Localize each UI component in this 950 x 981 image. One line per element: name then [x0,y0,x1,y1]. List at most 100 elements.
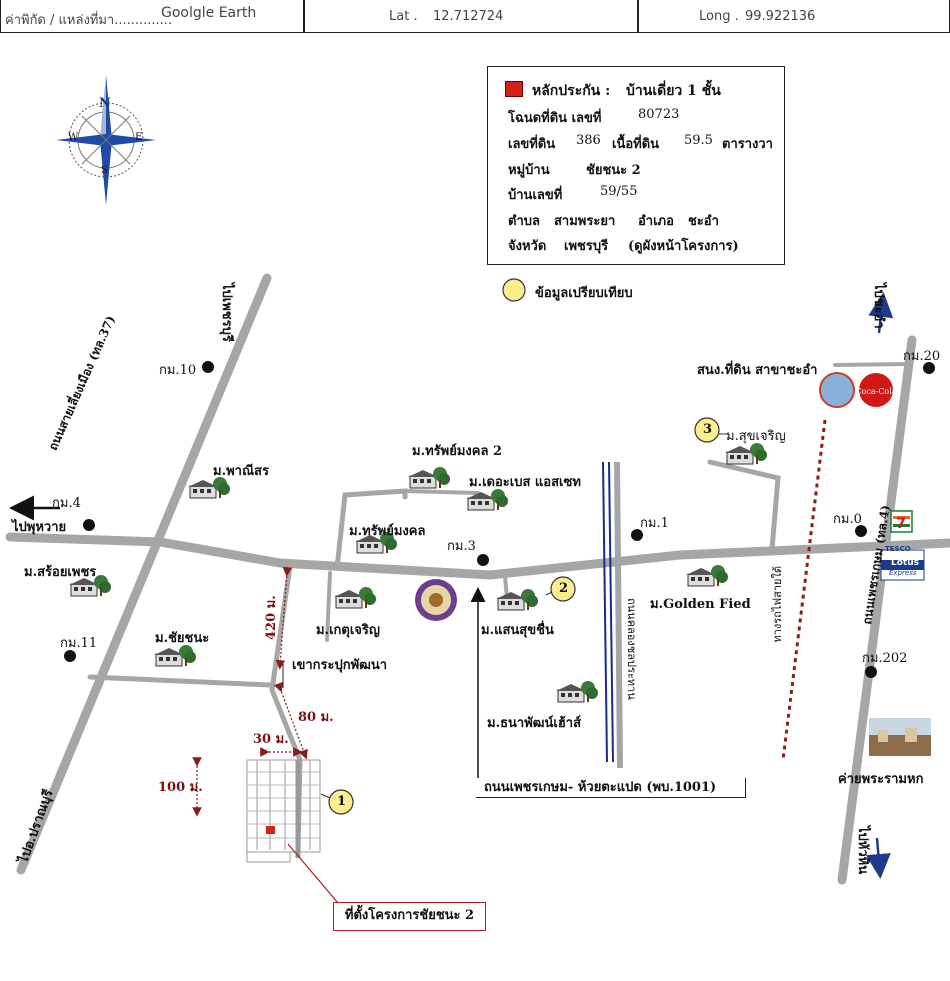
compass-east-label: E [135,132,143,143]
legend-house-no-label: บ้านเลขที่ [508,188,563,203]
place-golden-field: ม.Golden Fied [650,597,751,612]
km-label-3: กม.3 [447,539,476,554]
legend-province-value: เพชรบุรี [564,239,609,254]
legend-province-label: จังหวัด [508,239,547,254]
legend-collateral-label: หลักประกัน : [532,83,611,99]
legend-district-label: อำเภอ [638,214,674,229]
km-label-1: กม.1 [640,516,669,531]
legend-comparison-label: ข้อมูลเปรียบเทียบ [535,286,633,301]
long-cell: Long . 99.922136 [638,0,950,33]
legend-land-no-value: 386 [576,133,601,148]
long-label: Long . [699,9,739,24]
km-label-202: กม.202 [862,651,908,666]
project-site-plan [246,759,321,863]
tesco-lotus-logo [880,549,925,581]
svg-text:7: 7 [896,516,906,532]
source-value: Goolgle Earth [161,5,257,21]
place-saensuk-chuen: ม.แสนสุขชื่น [481,623,554,638]
road-ket-charoen [325,571,332,642]
legend-subdistrict-value: สามพระยา [554,214,616,229]
legend-land-no-label: เลขที่ดิน [508,137,556,152]
lat-value: 12.712724 [433,9,504,24]
compass-north-label: N [99,96,111,111]
compass-south-label: S [101,165,108,176]
comparison-point-1 [328,789,354,815]
project-callout-pointer [287,843,339,904]
express-label: Express [889,569,917,577]
road-cha-am-spur [833,362,910,367]
road-main-east-west [5,532,950,580]
distance-markers [192,566,308,817]
comparison-number-2: 2 [559,581,569,596]
km-label-4: กม.4 [52,496,81,511]
place-camp: ค่ายพระรามหก [838,772,924,787]
label-canal-road: ถนนคลองชลประทาน [625,598,638,700]
project-site-callout: ที่ตั้งโครงการชัยชนะ 2 [333,902,486,931]
lat-cell: Lat . 12.712724 [304,0,638,33]
distance-100: 100 ม. [158,780,203,795]
label-to-huai-phu: ไปพุหวาย [12,520,67,535]
comparison-number-3: 3 [703,422,713,437]
legend-district-value: ชะอำ [688,214,719,229]
source-label: ค่าพิกัด / แหล่งที่มา.............. [5,13,173,28]
comparison-number-1: 1 [337,794,347,809]
place-thanaphat-home: ม.ธนาพัฒน์เฮ้าส์ [487,716,582,731]
coordinate-header: ค่าพิกัด / แหล่งที่มา.............. Gool… [0,0,950,34]
place-pharnisorn: ม.พาณีสร [213,464,269,479]
compass-west-label: W [68,132,79,143]
label-to-phetchaburi: ไปเพชรบุรี [219,283,234,342]
road-sap-mongkol [334,488,408,571]
distance-30: 30 ม. [253,732,289,747]
canal-line-2 [608,461,614,763]
label-railway: ทางรถไฟสายใต้ [771,566,784,643]
distance-420: 420 ม. [264,595,279,640]
place-land-office: สนง.ที่ดิน สาขาชะอำ [697,363,818,378]
place-sap-mongkol: ม.ทรัพย์มงคล [349,524,426,539]
label-to-hua-hin: ไปหัวหิน [855,826,870,875]
legend-collateral-value: บ้านเดี่ยว 1 ชั้น [626,83,721,99]
road-sai-liang-muang [16,273,272,875]
land-office-icon [819,372,855,408]
label-road-phet-kasem-huai-ta-plaet: ถนนเพชรเกษม- ห้วยตะแปด (พบ.1001) [476,778,746,798]
place-khao-krapuk: เขากระปุกพัฒนา [292,658,388,673]
legend-village-label: หมู่บ้าน [508,163,550,178]
legend-area-value: 59.5 [684,133,713,148]
camp-icon [869,718,931,756]
legend-area-label: เนื้อที่ดิน [612,137,660,152]
comparison-point-3 [694,417,720,443]
collateral-plot-marker [266,826,275,834]
label-to-cha-am: ไปชะอำ [871,283,886,329]
lotus-label: Lotus [891,558,919,568]
road-phet-kasem [837,335,917,885]
km-label-10: กม.10 [159,363,197,378]
long-value: 99.922136 [745,9,816,24]
place-ket-charoen: ม.เกตุเจริญ [316,623,380,638]
legend-plan-note: (ดูผังหน้าโครงการ) [628,239,739,254]
railway-line [781,419,827,761]
distance-80: 80 ม. [298,710,334,725]
road-chaichana [87,674,273,688]
legend-house-no-value: 59/55 [600,184,638,199]
to-cha-am-arrow [868,292,894,334]
legend-subdistrict-label: ตำบล [508,214,540,229]
place-sap-mongkol-2: ม.ทรัพย์มงคล 2 [412,444,502,459]
legend-area-unit: ตารางวา [722,137,773,152]
comparison-points [320,278,727,815]
seven-eleven-logo: 7 [890,510,913,533]
road-sap-mongkol-2 [403,489,480,495]
svg-text:Coca-Cola: Coca-Cola [855,387,896,396]
legend-deed-value: 80723 [638,107,680,122]
km-marker-dots [64,361,935,678]
map-canvas: Coca-Cola 7 [5,75,950,904]
canal-line-1 [602,461,608,763]
compass-rose [56,75,156,205]
source-cell: ค่าพิกัด / แหล่งที่มา.............. Gool… [0,0,304,33]
collateral-color-swatch [505,81,523,97]
place-the-base: ม.เดอะเบส แอสเซท [469,475,581,490]
temple-seal-icon [415,579,457,621]
km-label-20: กม.20 [903,349,941,364]
collateral-legend: หลักประกัน : บ้านเดี่ยว 1 ชั้น โฉนดที่ดิ… [487,66,785,265]
place-suk-charoen: ม.สุขเจริญ [726,429,786,444]
canal-road [614,461,623,769]
road-suk-charoen [707,459,781,552]
